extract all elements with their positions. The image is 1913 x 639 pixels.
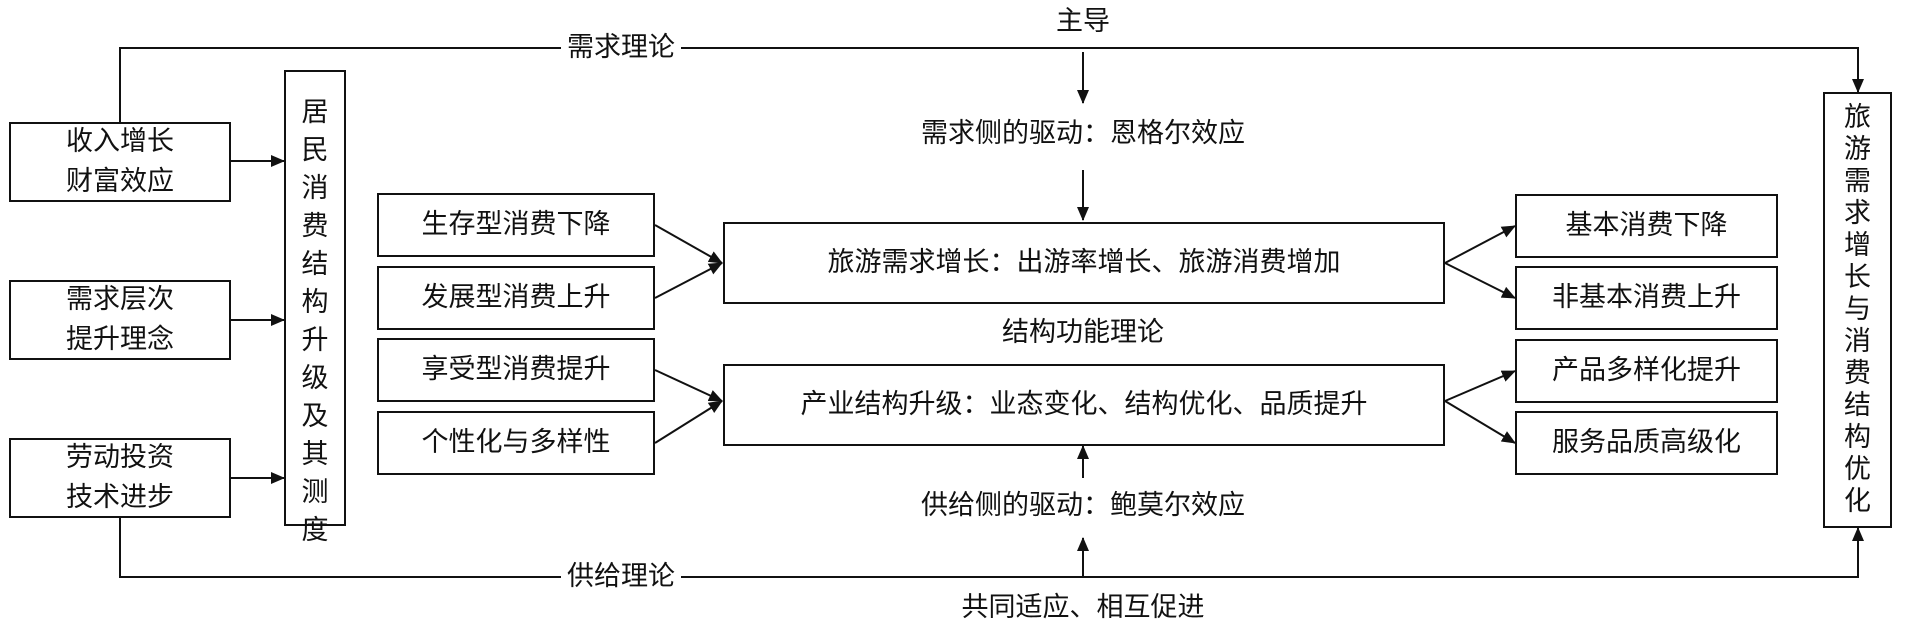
survival-consumption-box: 生存型消费下降 — [377, 193, 655, 257]
final-outcome-char: 增 — [1844, 230, 1871, 261]
final-outcome-char: 消 — [1844, 326, 1871, 357]
survival-consumption-label: 生存型消费下降 — [421, 209, 611, 240]
resident-consumption-char: 结 — [301, 249, 329, 280]
industry-upgrade-label: 产业结构升级：业态变化、结构优化、品质提升 — [800, 389, 1368, 420]
final-outcome-char: 旅 — [1844, 102, 1871, 133]
factor-labor-box: 劳动投资 技术进步 — [9, 438, 231, 518]
arrow-survival-to-growth — [654, 224, 723, 264]
supply-driver-label: 供给侧的驱动：鲍莫尔效应 — [921, 490, 1245, 521]
resident-consumption-box: 居民消费结构升级及其测度 — [284, 70, 346, 546]
final-outcome-box: 旅游需求增长与消费结构优化 — [1823, 92, 1892, 528]
development-consumption-box: 发展型消费上升 — [377, 266, 655, 330]
factor-demand-level-line-1: 需求层次 — [66, 284, 174, 315]
final-outcome-char: 优 — [1844, 454, 1871, 485]
factor-labor-line-1: 劳动投资 — [66, 442, 174, 473]
demand-theory-line — [119, 47, 1864, 125]
demand-theory-label: 需求理论 — [561, 28, 681, 68]
factor-income-line-1: 收入增长 — [66, 126, 174, 157]
resident-consumption-char: 升 — [301, 325, 329, 356]
tourism-demand-growth-label: 旅游需求增长：出游率增长、旅游消费增加 — [827, 247, 1341, 278]
arrow-development-to-growth — [654, 262, 723, 299]
arrow-enjoyment-to-upgrade — [654, 369, 723, 402]
factor-income-line-2: 财富效应 — [66, 166, 174, 197]
nonbasic-consumption-up-box: 非基本消费上升 — [1515, 266, 1778, 330]
service-quality-box: 服务品质高级化 — [1515, 411, 1778, 475]
resident-consumption-char: 消 — [301, 173, 329, 204]
final-outcome-char: 需 — [1844, 166, 1871, 197]
arrow-upgrade-to-diversity — [1444, 370, 1516, 402]
final-outcome-char: 费 — [1844, 358, 1871, 389]
factor-demand-level-box: 需求层次 提升理念 — [9, 280, 231, 360]
arrow-growth-to-basic — [1444, 225, 1516, 264]
resident-consumption-char: 费 — [301, 211, 329, 242]
resident-consumption-char: 测 — [301, 477, 329, 508]
resident-consumption-text: 居民消费结构升级及其测度 — [301, 94, 329, 546]
arrow-upgrade-to-service — [1444, 400, 1516, 444]
arrow-growth-to-nonbasic — [1444, 262, 1516, 299]
resident-consumption-char: 其 — [301, 439, 329, 470]
enjoyment-consumption-box: 享受型消费提升 — [377, 338, 655, 402]
demand-driver-label: 需求侧的驱动：恩格尔效应 — [921, 118, 1245, 149]
final-outcome-char: 求 — [1844, 198, 1871, 229]
resident-consumption-char: 民 — [301, 135, 329, 166]
lead-label: 主导 — [1050, 2, 1116, 42]
basic-consumption-down-box: 基本消费下降 — [1515, 194, 1778, 258]
factor-demand-level-line-2: 提升理念 — [66, 324, 174, 355]
factor-income-box: 收入增长 财富效应 — [9, 122, 231, 202]
final-outcome-char: 化 — [1844, 486, 1871, 517]
industry-upgrade-box: 产业结构升级：业态变化、结构优化、品质提升 — [723, 364, 1445, 446]
final-outcome-char: 与 — [1844, 294, 1871, 325]
tourism-demand-growth-box: 旅游需求增长：出游率增长、旅游消费增加 — [723, 222, 1445, 304]
final-outcome-text: 旅游需求增长与消费结构优化 — [1844, 102, 1871, 526]
final-outcome-char: 构 — [1844, 422, 1871, 453]
structure-theory-label: 结构功能理论 — [1002, 317, 1164, 348]
resident-consumption-char: 居 — [301, 97, 329, 128]
co-adapt-caption: 共同适应、相互促进 — [961, 592, 1205, 623]
final-outcome-char: 游 — [1844, 134, 1871, 165]
development-consumption-label: 发展型消费上升 — [421, 282, 611, 313]
supply-theory-label: 供给理论 — [561, 557, 681, 597]
final-outcome-char: 结 — [1844, 390, 1871, 421]
service-quality-label: 服务品质高级化 — [1552, 427, 1741, 458]
personalized-consumption-box: 个性化与多样性 — [377, 411, 655, 475]
resident-consumption-char: 构 — [301, 287, 329, 318]
product-diversity-box: 产品多样化提升 — [1515, 339, 1778, 403]
basic-consumption-down-label: 基本消费下降 — [1565, 210, 1728, 241]
resident-consumption-char: 度 — [301, 515, 329, 546]
final-outcome-char: 长 — [1844, 262, 1871, 293]
nonbasic-consumption-up-label: 非基本消费上升 — [1552, 282, 1741, 313]
resident-consumption-char: 级 — [301, 363, 329, 394]
factor-labor-line-2: 技术进步 — [66, 482, 174, 513]
arrow-personalized-to-upgrade — [654, 400, 723, 444]
personalized-consumption-label: 个性化与多样性 — [421, 427, 611, 458]
resident-consumption-char: 及 — [301, 401, 329, 432]
product-diversity-label: 产品多样化提升 — [1552, 355, 1741, 386]
enjoyment-consumption-label: 享受型消费提升 — [421, 354, 611, 385]
